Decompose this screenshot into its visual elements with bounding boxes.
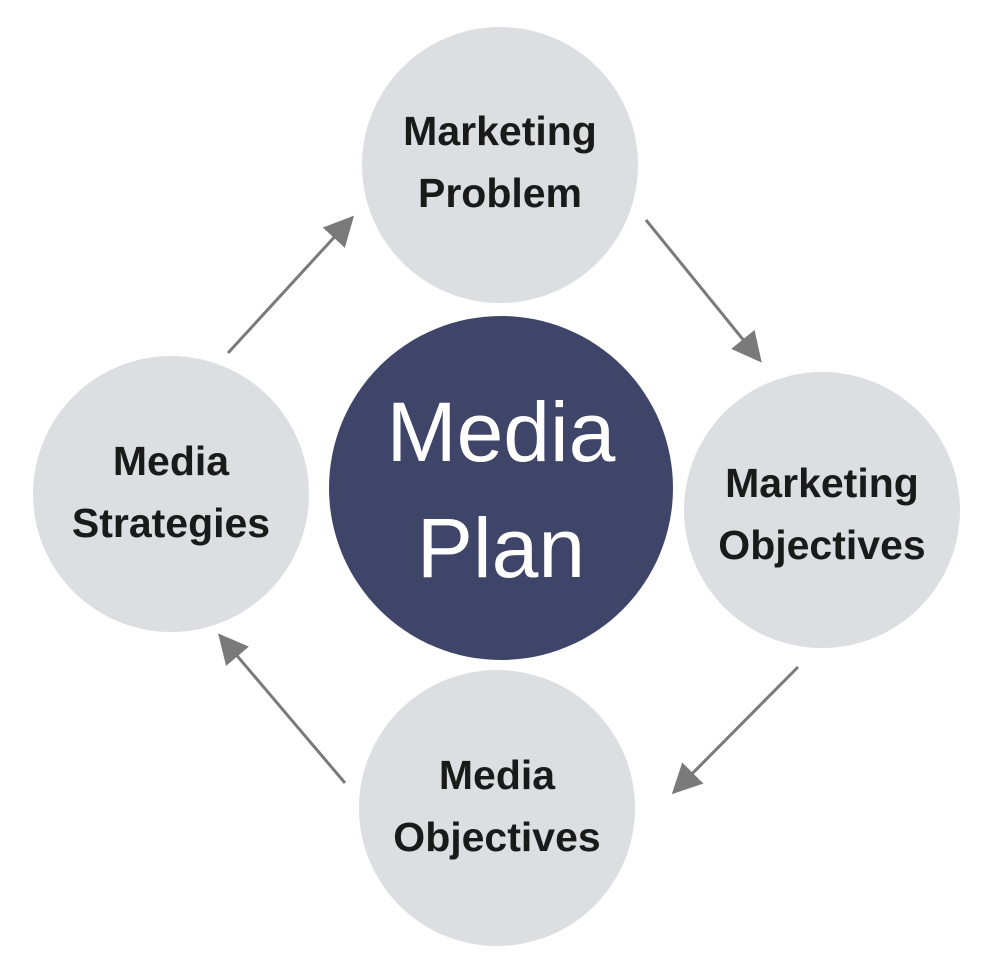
node-marketing-problem-label: Marketing Problem	[403, 100, 597, 224]
node-media-objectives: Media Objectives	[359, 670, 635, 946]
node-media-objectives-line1: Media	[438, 751, 556, 798]
node-media-objectives-label: Media Objectives	[393, 744, 600, 868]
center-media-plan-line1: Media	[386, 385, 616, 479]
node-media-strategies-line1: Media	[112, 438, 230, 484]
arrow-media-objectives-to-strategies	[218, 633, 347, 784]
node-marketing-objectives: Marketing Objectives	[684, 372, 960, 648]
node-media-objectives-line2: Objectives	[393, 813, 601, 860]
node-marketing-objectives-line1: Marketing	[725, 460, 919, 506]
node-marketing-objectives-label: Marketing Objectives	[718, 452, 925, 576]
arrow-problem-to-marketing-objectives	[644, 219, 762, 363]
node-marketing-objectives-line2: Objectives	[718, 522, 926, 568]
node-media-strategies: Media Strategies	[33, 356, 309, 632]
node-media-strategies-label: Media Strategies	[72, 430, 270, 554]
node-media-strategies-line2: Strategies	[71, 500, 271, 546]
center-media-plan: Media Plan	[329, 316, 673, 660]
node-marketing-problem-line1: Marketing	[403, 108, 597, 154]
arrow-strategies-to-problem	[226, 215, 355, 355]
center-media-plan-line2: Plan	[416, 501, 586, 595]
center-media-plan-label: Media Plan	[387, 374, 616, 606]
node-marketing-problem-line2: Problem	[417, 170, 583, 216]
arrow-marketing-objectives-to-media-objectives	[671, 665, 800, 795]
node-marketing-problem: Marketing Problem	[362, 27, 638, 303]
